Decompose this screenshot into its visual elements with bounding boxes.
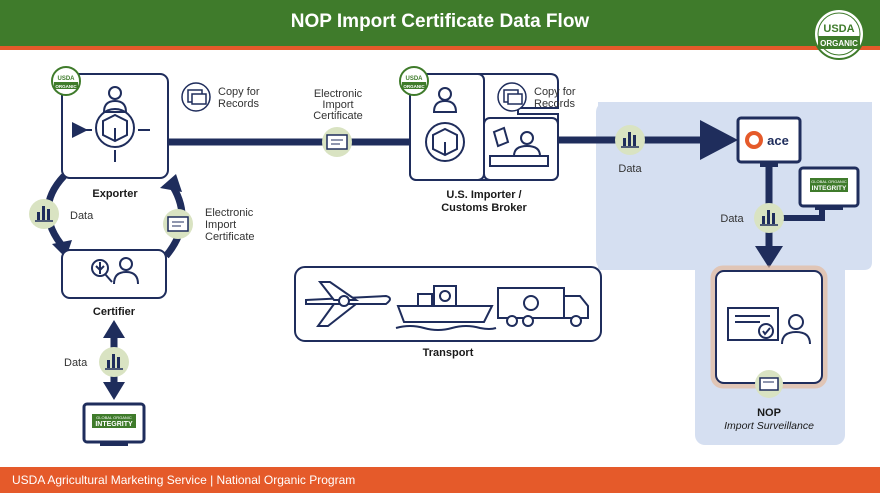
eic-top-line2: Import (322, 99, 353, 111)
data-chart-icon-certifier (99, 347, 129, 377)
exporter-box (61, 73, 169, 179)
exporter-badge-usda: USDA (57, 76, 75, 82)
footer-bar: USDA Agricultural Marketing Service | Na… (0, 467, 880, 493)
importer-label-line2: Customs Broker (441, 202, 527, 214)
up-arrowhead (103, 320, 125, 338)
airplane-icon (305, 281, 391, 327)
copy-records-1-line2: Records (218, 98, 259, 110)
ace-monitor: ace (736, 116, 802, 167)
truck-icon (497, 287, 589, 327)
down-arrowhead (103, 382, 125, 400)
certificate-icon-loop (163, 209, 193, 239)
exporter-organic-badge: USDA ORGANIC (51, 66, 81, 96)
header-bar: NOP Import Certificate Data Flow (0, 0, 880, 50)
nop-label: NOP (757, 407, 781, 419)
exporter-label: Exporter (92, 188, 138, 200)
page-title: NOP Import Certificate Data Flow (290, 11, 590, 32)
logo-usda: USDA (823, 23, 854, 35)
data-label-certifier: Data (64, 357, 88, 369)
data-label-ace: Data (618, 163, 642, 175)
eic-loop-line3: Certificate (205, 231, 255, 243)
data-chart-icon-nop (754, 203, 784, 233)
exporter-badge-organic: ORGANIC (55, 84, 77, 89)
integrity-monitor-bottom: GLOBAL ORGANIC INTEGRITY (82, 402, 146, 446)
exporter-icon (72, 86, 150, 162)
nop-panel (596, 102, 872, 270)
integrity-bottom-small: GLOBAL ORGANIC (96, 415, 132, 420)
importer-label-line1: U.S. Importer / (446, 189, 521, 201)
data-chart-icon-ace (615, 125, 645, 155)
loop-right-arrowhead (160, 174, 182, 192)
nop-sublabel: Import Surveillance (724, 420, 814, 432)
ace-logo-text: ace (767, 133, 789, 148)
integrity-right-small: GLOBAL ORGANIC (811, 179, 847, 184)
nop-certificate-person-icon (727, 307, 811, 345)
integrity-bottom-title: INTEGRITY (95, 421, 133, 428)
eic-loop-line2: Import (205, 219, 236, 231)
copy-records-icon-1 (181, 82, 211, 112)
copy-records-icon-2 (497, 82, 527, 112)
eic-top-line1: Electronic (314, 88, 363, 100)
copy-records-2-line2: Records (534, 98, 575, 110)
transport-label: Transport (423, 347, 474, 359)
certifier-label: Certifier (93, 306, 136, 318)
integrity-right-title: INTEGRITY (812, 185, 847, 192)
importer-icon (425, 87, 465, 162)
certificate-icon-top (322, 127, 352, 157)
importer-badge-organic: ORGANIC (403, 84, 425, 89)
logo-organic: ORGANIC (820, 39, 858, 48)
importer-badge-usda: USDA (405, 76, 423, 82)
data-chart-icon-loop (29, 199, 59, 229)
copy-records-1-line1: Copy for (218, 86, 260, 98)
broker-desk-icon (489, 126, 549, 167)
footer-text: USDA Agricultural Marketing Service | Na… (12, 473, 356, 487)
copy-records-2-line1: Copy for (534, 86, 576, 98)
nop-certificate-badge (755, 370, 783, 398)
integrity-branch-line (772, 210, 825, 221)
eic-loop-line1: Electronic (205, 207, 254, 219)
integrity-monitor-right: GLOBAL ORGANIC INTEGRITY (798, 166, 860, 210)
importer-left-box (409, 73, 485, 181)
ace-arrowhead (700, 120, 738, 160)
data-label-loop: Data (70, 210, 94, 222)
certifier-box (61, 249, 167, 299)
usda-organic-logo: USDA ORGANIC (813, 8, 865, 60)
importer-organic-badge: USDA ORGANIC (399, 66, 429, 96)
importer-right-box (483, 117, 559, 181)
eic-top-line3: Certificate (313, 110, 363, 122)
ship-icon (395, 285, 497, 331)
certifier-icon (91, 257, 139, 285)
data-label-nop: Data (720, 213, 744, 225)
nop-arrowhead (755, 246, 783, 268)
